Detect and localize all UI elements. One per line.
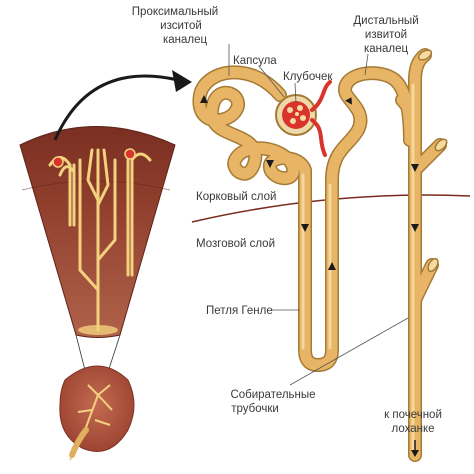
proximal-label-line2: изситой bbox=[160, 20, 202, 32]
distal-label-line3: каналец bbox=[364, 43, 409, 55]
henle-loop-label: Петля Генле bbox=[206, 305, 273, 317]
collecting-label-line2: трубочки bbox=[231, 403, 279, 415]
glomerulus-label: Клубочек bbox=[283, 71, 333, 83]
medulla-label: Мозговой слой bbox=[196, 238, 275, 250]
glomerulus-small-right-icon bbox=[124, 148, 136, 160]
proximal-label-line1: Проксимальный bbox=[132, 6, 218, 18]
glomerulus-small-left-icon bbox=[52, 156, 64, 168]
nephron-tubule bbox=[192, 48, 448, 462]
capsule-label: Капсула bbox=[233, 55, 277, 67]
flow-arrows bbox=[200, 95, 419, 270]
pelvis-label-line1: к почечной bbox=[384, 409, 442, 421]
kidney-icon bbox=[59, 365, 135, 461]
distal-label-line1: Дистальный bbox=[353, 15, 418, 27]
collecting-label-line1: Собирательные bbox=[230, 389, 315, 401]
tissue-wedge bbox=[19, 126, 176, 338]
cortex-label: Корковый слой bbox=[196, 191, 276, 203]
distal-label-line2: извитой bbox=[365, 29, 407, 41]
glomerulus-icon bbox=[275, 80, 332, 157]
pelvis-label-line2: лоханке bbox=[391, 423, 434, 435]
proximal-label-line3: каналец bbox=[163, 34, 208, 46]
